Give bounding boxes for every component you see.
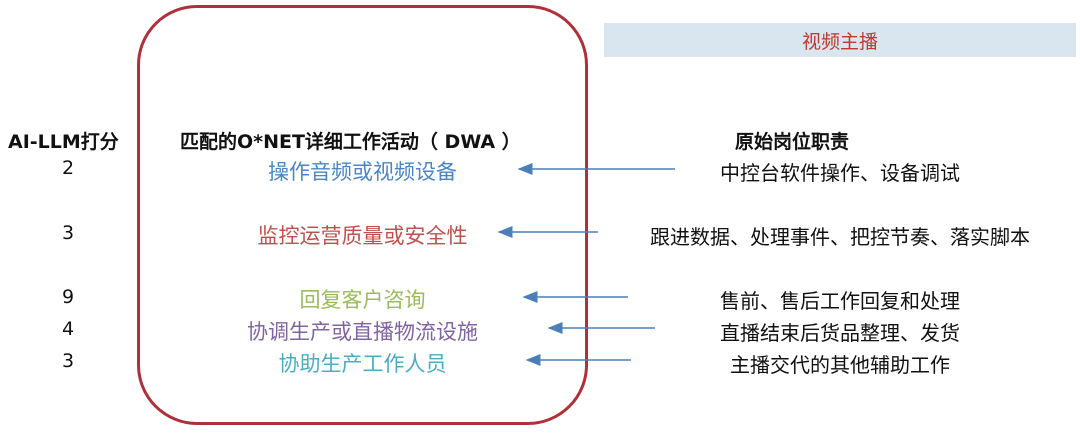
dwa-label: 协调生产或直播物流设施 xyxy=(247,320,478,344)
role-title: 视频主播 xyxy=(801,30,878,53)
role-title-banner: 视频主播 xyxy=(604,23,1076,57)
duty-text: 主播交代的其他辅助工作 xyxy=(730,353,950,377)
dwa-label: 回复客户咨询 xyxy=(299,288,426,312)
dwa-column-header: 匹配的O*NET详细工作活动（ DWA ） xyxy=(180,131,521,153)
score-value: 2 xyxy=(61,157,75,179)
dwa-label: 协助生产工作人员 xyxy=(278,352,447,376)
score-value: 9 xyxy=(61,286,75,308)
score-value: 3 xyxy=(61,222,75,244)
score-value: 3 xyxy=(61,350,75,372)
duty-text: 售前、售后工作回复和处理 xyxy=(720,289,960,313)
dwa-label: 监控运营质量或安全性 xyxy=(257,224,468,248)
duty-column-header: 原始岗位职责 xyxy=(735,131,850,153)
score-column-header: AI-LLM打分 xyxy=(8,131,119,153)
dwa-label: 操作音频或视频设备 xyxy=(268,160,457,184)
duty-text: 跟进数据、处理事件、把控节奏、落实脚本 xyxy=(650,225,1030,249)
duty-text: 中控台软件操作、设备调试 xyxy=(720,161,960,185)
duty-text: 直播结束后货品整理、发货 xyxy=(720,321,960,345)
dwa-highlight-frame xyxy=(137,5,588,425)
score-value: 4 xyxy=(61,318,75,340)
